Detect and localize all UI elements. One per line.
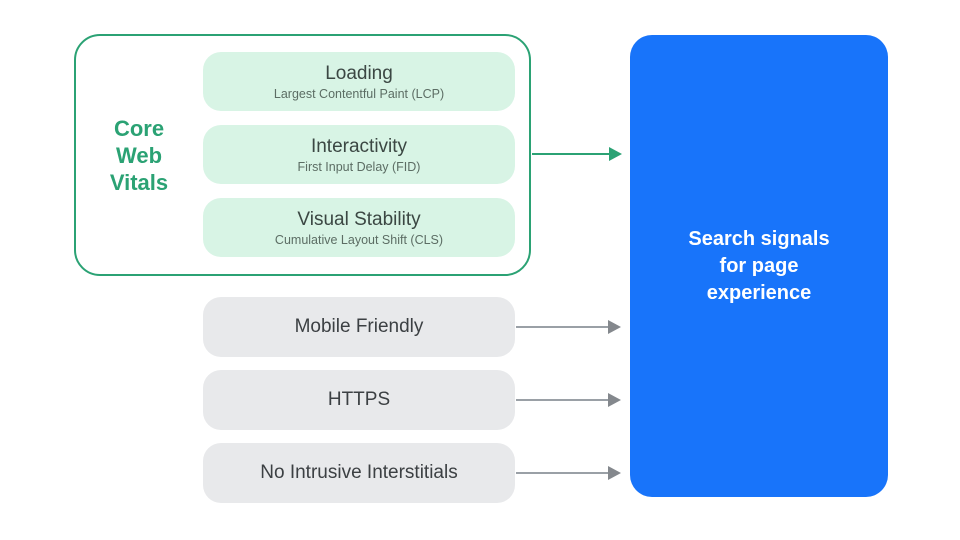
signal-no-intrusive-interstitials: No Intrusive Interstitials xyxy=(203,443,515,503)
result-box-search-signals: Search signals for page experience xyxy=(630,35,888,497)
result-box-line: Search signals xyxy=(688,227,830,250)
arrow-line xyxy=(516,472,608,474)
arrow-right-icon xyxy=(608,466,621,480)
signal-label: No Intrusive Interstitials xyxy=(260,462,458,483)
arrow-right-icon xyxy=(608,393,621,407)
core-web-vitals-label-line: Core xyxy=(113,115,165,141)
signal-https: HTTPS xyxy=(203,370,515,430)
cwv-item-subtitle: First Input Delay (FID) xyxy=(297,159,421,174)
cwv-item-title: Loading xyxy=(325,62,393,84)
core-web-vitals-label-line: Web xyxy=(115,142,163,168)
result-box-line: for page xyxy=(719,254,799,277)
cwv-item-title: Interactivity xyxy=(310,135,408,157)
cwv-item-subtitle: Largest Contentful Paint (LCP) xyxy=(273,86,445,101)
arrow-right-icon xyxy=(609,147,622,161)
cwv-item-interactivity: Interactivity First Input Delay (FID) xyxy=(203,125,515,184)
cwv-item-visual-stability: Visual Stability Cumulative Layout Shift… xyxy=(203,198,515,257)
core-web-vitals-label: Core Web Vitals xyxy=(76,36,202,274)
signal-label: HTTPS xyxy=(327,389,391,410)
core-web-vitals-label-line: Vitals xyxy=(109,169,169,195)
cwv-item-subtitle: Cumulative Layout Shift (CLS) xyxy=(274,232,444,247)
arrow-line xyxy=(516,326,608,328)
arrow-line xyxy=(532,153,609,155)
arrow-right-icon xyxy=(608,320,621,334)
signal-label: Mobile Friendly xyxy=(294,316,424,337)
result-box-line: experience xyxy=(706,281,812,304)
signal-mobile-friendly: Mobile Friendly xyxy=(203,297,515,357)
cwv-item-loading: Loading Largest Contentful Paint (LCP) xyxy=(203,52,515,111)
arrow-line xyxy=(516,399,608,401)
cwv-item-title: Visual Stability xyxy=(297,208,421,230)
